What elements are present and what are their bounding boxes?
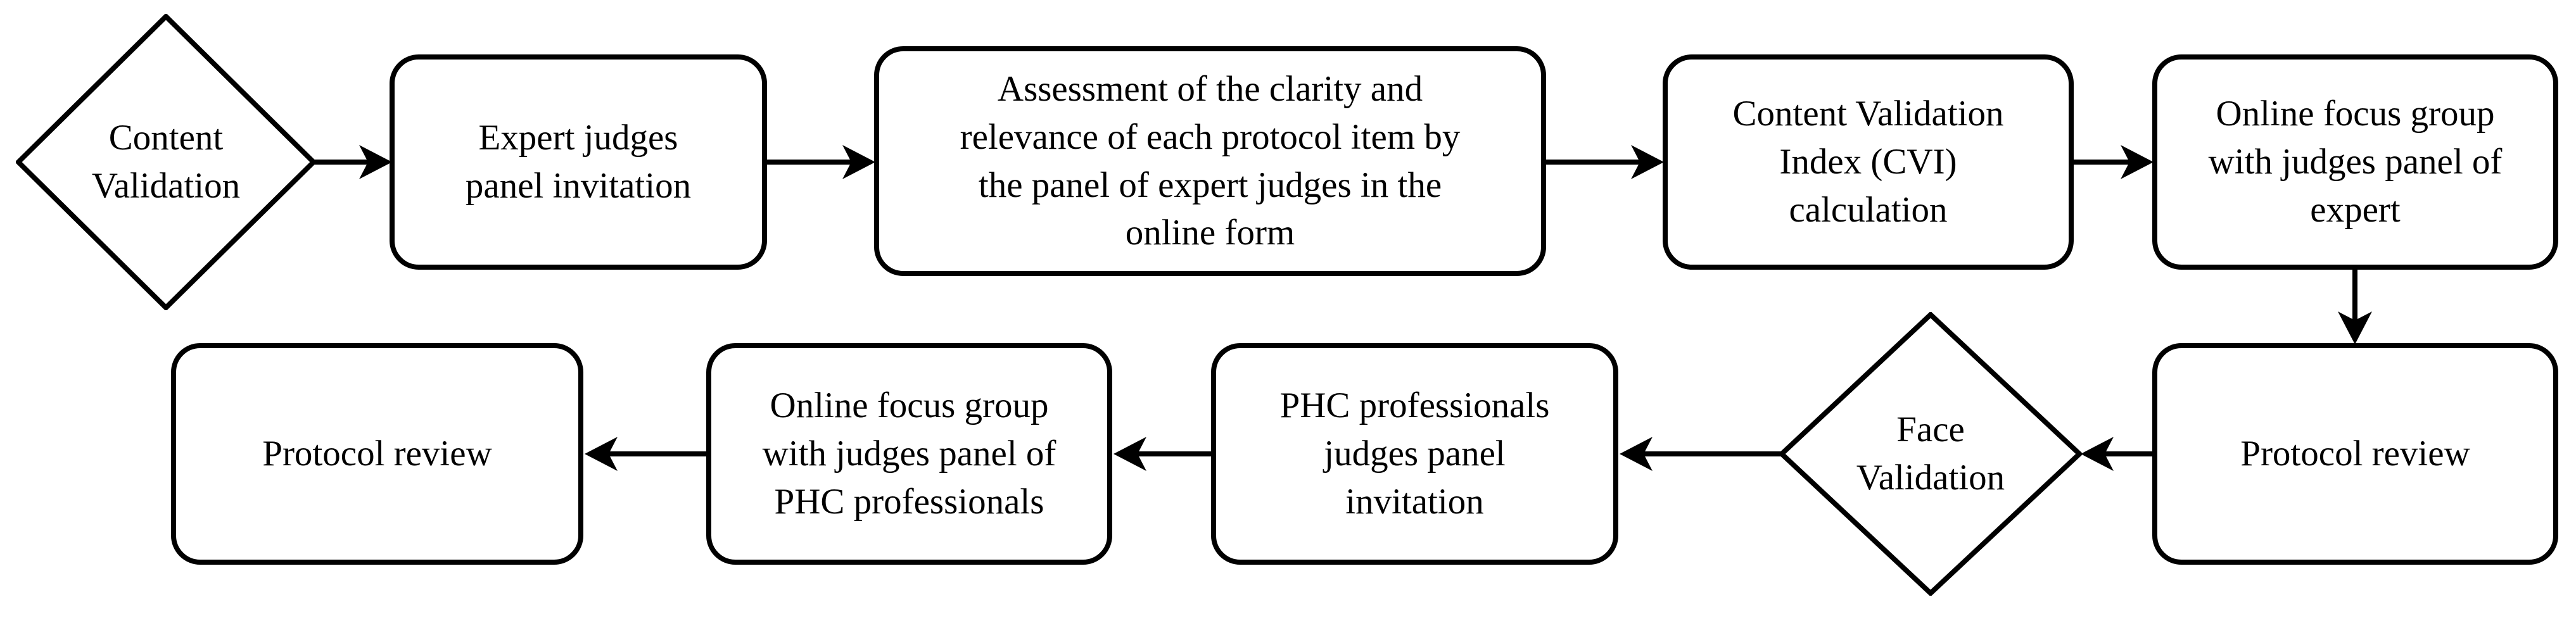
node-label: Protocol review <box>2240 434 2470 474</box>
node-label: Expert judges panel invitation <box>465 118 692 206</box>
node-content-validation: Content Validation <box>16 14 316 310</box>
arrow-content-validation-to-expert-judges <box>314 145 392 179</box>
arrow-online-focus-group-phc-to-protocol-review-final <box>585 437 706 471</box>
arrow-online-focus-group-experts-to-protocol-review <box>2338 270 2372 344</box>
node-clarity-relevance-assessment: Assessment of the clarity and relevance … <box>874 46 1546 276</box>
node-label: Protocol review <box>262 434 492 474</box>
arrow-cvi-to-online-focus-group-experts <box>2074 145 2154 179</box>
node-online-focus-group-phc: Online focus group with judges panel of … <box>706 343 1112 565</box>
node-protocol-review-final: Protocol review <box>171 343 583 565</box>
diamond-shape <box>16 14 316 310</box>
arrow-expert-judges-to-assessment <box>767 145 875 179</box>
node-expert-judges-panel-invitation: Expert judges panel invitation <box>390 54 767 270</box>
node-label: Face Validation <box>1856 410 2005 498</box>
node-label: Online focus group with judges panel of … <box>762 386 1056 522</box>
diamond-shape <box>1779 312 2082 596</box>
node-cvi-calculation: Content Validation Index (CVI) calculati… <box>1663 54 2074 270</box>
node-label: PHC professionals judges panel invitatio… <box>1279 386 1550 522</box>
node-label: Online focus group with judges panel of … <box>2208 94 2503 230</box>
arrow-phc-invitation-to-online-focus-group-phc <box>1114 437 1211 471</box>
arrow-protocol-review-to-face-validation <box>2081 437 2152 471</box>
node-label: Content Validation Index (CVI) calculati… <box>1732 94 2004 230</box>
node-label: Content Validation <box>91 118 241 206</box>
node-phc-judges-panel-invitation: PHC professionals judges panel invitatio… <box>1211 343 1618 565</box>
node-online-focus-group-experts: Online focus group with judges panel of … <box>2152 54 2558 270</box>
node-face-validation: Face Validation <box>1779 312 2082 596</box>
arrow-assessment-to-cvi <box>1546 145 1664 179</box>
arrow-face-validation-to-phc-invitation <box>1620 437 1782 471</box>
node-label: Assessment of the clarity and relevance … <box>960 68 1461 253</box>
node-protocol-review-first: Protocol review <box>2152 343 2558 565</box>
